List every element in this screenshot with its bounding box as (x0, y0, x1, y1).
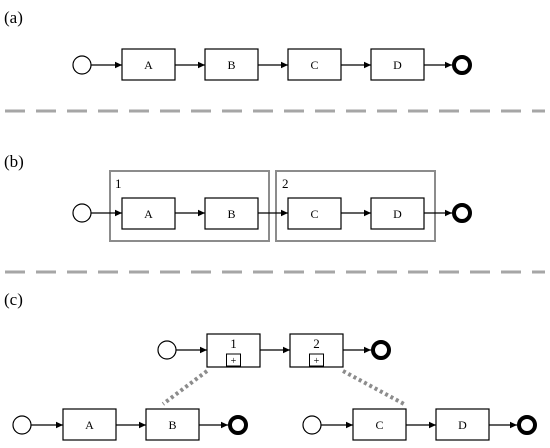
end-event (452, 203, 472, 223)
task-box: D (370, 197, 425, 230)
task-label: D (393, 58, 402, 72)
expand-marker-symbol: + (231, 356, 237, 367)
task-label: A (144, 58, 153, 72)
task-label: A (144, 207, 153, 221)
task-label: C (310, 207, 318, 221)
group-label: 2 (282, 176, 289, 191)
task-box: B (145, 408, 200, 441)
task-box: C (287, 48, 342, 81)
start-event (157, 340, 177, 360)
task-box: C (352, 408, 407, 441)
expansion-connector (342, 369, 405, 406)
start-event (12, 415, 32, 435)
task-box: B (204, 48, 259, 81)
task-box: A (121, 48, 176, 81)
task-box: D (370, 48, 425, 81)
expand-marker-symbol: + (314, 356, 320, 367)
panel-c: (c) 1 + 2 + A (4, 290, 537, 441)
end-event (517, 415, 537, 435)
task-label: B (227, 58, 235, 72)
expand-marker-icon (309, 353, 324, 367)
panel-a-label: (a) (4, 8, 23, 27)
subprocess-box: 1 + (206, 333, 261, 368)
start-event (302, 415, 322, 435)
task-label: B (227, 207, 235, 221)
task-label: C (375, 418, 383, 432)
subprocess-label: 2 (313, 336, 320, 351)
panel-c-label: (c) (4, 290, 23, 309)
subprocess-label: 1 (230, 336, 237, 351)
end-event (228, 415, 248, 435)
task-label: D (393, 207, 402, 221)
panel-b-label: (b) (4, 152, 24, 171)
start-event (72, 55, 92, 75)
task-box: B (204, 197, 259, 230)
panel-b: (b) 1 2 A B C D (4, 152, 472, 242)
subprocess-box: 2 + (289, 333, 344, 368)
task-label: C (310, 58, 318, 72)
panel-a: (a) A B C D (4, 8, 472, 81)
end-event (452, 55, 472, 75)
task-box: C (287, 197, 342, 230)
task-box: A (62, 408, 117, 441)
task-box: D (435, 408, 490, 441)
task-label: B (168, 418, 176, 432)
task-label: A (85, 418, 94, 432)
group-frame (109, 170, 270, 242)
end-event (371, 340, 391, 360)
expansion-connector (161, 369, 209, 406)
task-label: D (458, 418, 467, 432)
task-box: A (121, 197, 176, 230)
group-frame (275, 170, 436, 242)
start-event (72, 203, 92, 223)
group-label: 1 (115, 176, 122, 191)
expand-marker-icon (226, 353, 241, 367)
